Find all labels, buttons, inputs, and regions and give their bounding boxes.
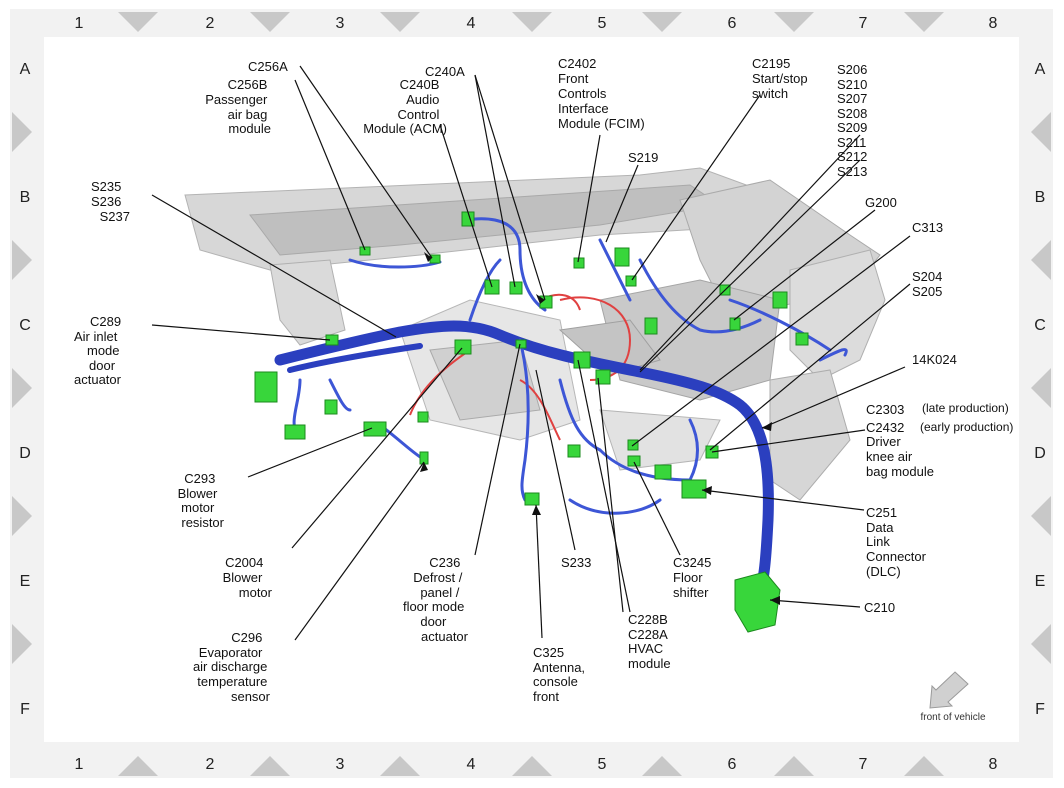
- grid-markers-right: [1031, 112, 1051, 664]
- svg-text:D: D: [1034, 445, 1046, 462]
- label-s235: S235 S236 S237: [91, 179, 130, 224]
- label-g200: G200: [865, 195, 897, 210]
- svg-text:8: 8: [989, 15, 998, 32]
- label-c296: C296 Evaporator air discharge temperatur…: [193, 630, 271, 704]
- label-c2303: C2303: [866, 402, 904, 417]
- svg-text:4: 4: [467, 756, 476, 773]
- connectors: [254, 211, 809, 633]
- front-of-vehicle-indicator: front of vehicle: [920, 671, 986, 723]
- svg-text:1: 1: [75, 15, 84, 32]
- label-s233: S233: [561, 555, 591, 570]
- label-c2432-note: (early production): [920, 420, 1013, 434]
- label-c236: C236 Defrost / panel / floor mode door a…: [403, 555, 469, 644]
- label-c313: C313: [912, 220, 943, 235]
- svg-text:8: 8: [989, 756, 998, 773]
- label-c228: C228B C228A HVAC module: [628, 612, 671, 671]
- svg-text:C: C: [1034, 317, 1046, 334]
- front-arrow-icon: [929, 671, 969, 709]
- svg-text:7: 7: [859, 15, 868, 32]
- label-c2432: C2432 Driver knee air bag module: [866, 420, 934, 479]
- grid-column-labels-top: 1 2 3 4 5 6 7 8: [75, 15, 998, 32]
- label-c2402: C2402 Front Controls Interface Module (F…: [558, 56, 645, 131]
- svg-text:6: 6: [728, 15, 737, 32]
- svg-text:5: 5: [598, 756, 607, 773]
- label-c2004: C2004 Blower motor: [223, 555, 273, 600]
- svg-text:E: E: [1035, 573, 1046, 590]
- grid-column-labels-bottom: 1 2 3 4 5 6 7 8: [75, 756, 998, 773]
- front-of-vehicle-label: front of vehicle: [920, 712, 985, 723]
- label-c2303-note: (late production): [922, 401, 1009, 415]
- svg-text:A: A: [20, 61, 31, 78]
- svg-text:4: 4: [467, 15, 476, 32]
- label-c293: C293 Blower motor resistor: [178, 471, 225, 530]
- grid-row-labels-right: A B C D E F: [1034, 61, 1046, 718]
- svg-text:B: B: [20, 189, 31, 206]
- label-splices-top: S206 S210 S207 S208 S209 S211 S212 S213: [837, 62, 871, 179]
- svg-text:C: C: [19, 317, 31, 334]
- svg-text:A: A: [1035, 61, 1046, 78]
- grid-markers-bottom: [118, 756, 944, 776]
- grid-row-labels-left: A B C D E F: [19, 61, 31, 718]
- grid-markers-top: [118, 12, 944, 32]
- svg-text:5: 5: [598, 15, 607, 32]
- svg-text:2: 2: [206, 15, 215, 32]
- svg-text:2: 2: [206, 756, 215, 773]
- svg-text:E: E: [20, 573, 31, 590]
- label-c240b: C240B Audio Control Module (ACM): [363, 77, 447, 136]
- svg-text:F: F: [20, 701, 30, 718]
- svg-text:3: 3: [336, 15, 345, 32]
- svg-text:B: B: [1035, 189, 1046, 206]
- label-c251: C251 Data Link Connector (DLC): [866, 505, 930, 579]
- instrument-panel-structure: [184, 167, 886, 501]
- svg-text:D: D: [19, 445, 31, 462]
- label-c2195: C2195 Start/stop switch: [752, 56, 811, 101]
- svg-text:6: 6: [728, 756, 737, 773]
- svg-text:7: 7: [859, 756, 868, 773]
- label-c3245: C3245 Floor shifter: [673, 555, 715, 600]
- label-c240a: C240A: [425, 64, 465, 79]
- label-14k024: 14K024: [912, 352, 957, 367]
- wiring-harness: [274, 217, 848, 596]
- label-c210: C210: [864, 600, 895, 615]
- label-s204: S204 S205: [912, 269, 946, 299]
- svg-text:F: F: [1035, 701, 1045, 718]
- grid-markers-left: [12, 112, 32, 664]
- callout-labels: C256A C256B Passenger air bag module C24…: [74, 56, 1013, 704]
- svg-text:3: 3: [336, 756, 345, 773]
- label-s219: S219: [628, 150, 658, 165]
- leader-lines: [151, 65, 911, 641]
- label-c325: C325 Antenna, console front: [533, 645, 589, 704]
- label-c289: C289 Air inlet mode door actuator: [74, 314, 125, 387]
- svg-text:1: 1: [75, 756, 84, 773]
- label-c256b: C256B Passenger air bag module: [205, 77, 271, 136]
- label-c256a: C256A: [248, 59, 288, 74]
